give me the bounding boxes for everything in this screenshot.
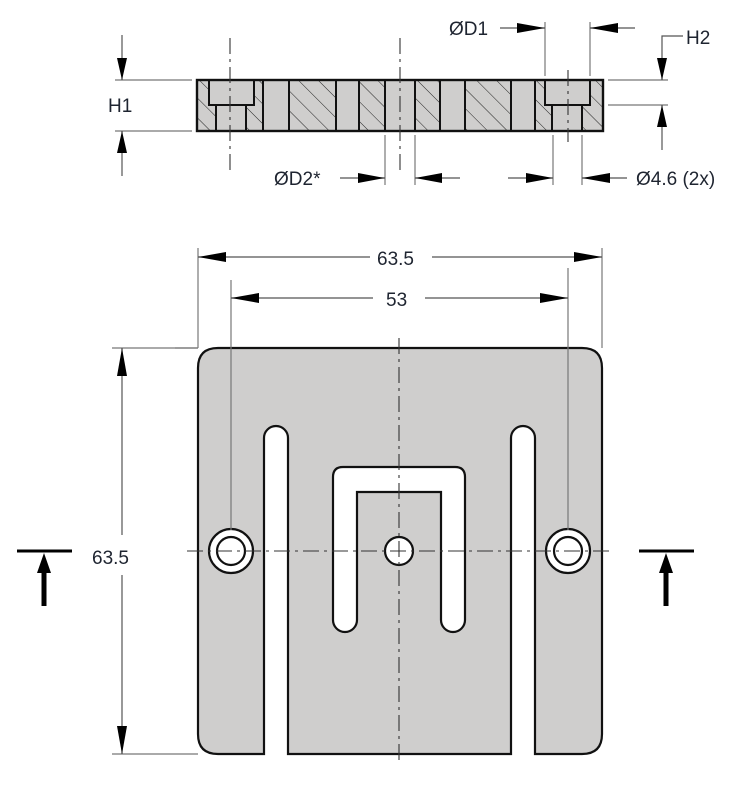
section-arrow-left-icon <box>17 549 72 606</box>
counterbore-left <box>208 79 255 132</box>
hole-spacing-label: 53 <box>386 290 407 311</box>
hole-spacing-dimension <box>230 268 569 530</box>
height-dimension <box>112 347 198 755</box>
hole-dia-dimension <box>508 135 627 185</box>
d1-dimension <box>500 22 635 76</box>
width-label: 63.5 <box>377 249 414 270</box>
section-view: H1 ØD1 H2 ØD2* <box>108 19 715 190</box>
d2-label: ØD2* <box>274 169 321 190</box>
h1-dimension <box>115 35 192 176</box>
h2-label: H2 <box>686 28 710 49</box>
section-arrow-right-icon <box>639 549 694 606</box>
width-dimension <box>175 248 603 349</box>
hole-dia-label: Ø4.6 (2x) <box>636 169 715 190</box>
d2-dimension <box>340 135 460 185</box>
h1-label: H1 <box>108 96 132 117</box>
height-label: 63.5 <box>92 548 129 569</box>
h2-dimension <box>608 35 683 150</box>
d1-label: ØD1 <box>449 19 488 40</box>
plan-view: 63.5 53 63.5 <box>17 248 694 765</box>
u-slot <box>331 465 467 634</box>
